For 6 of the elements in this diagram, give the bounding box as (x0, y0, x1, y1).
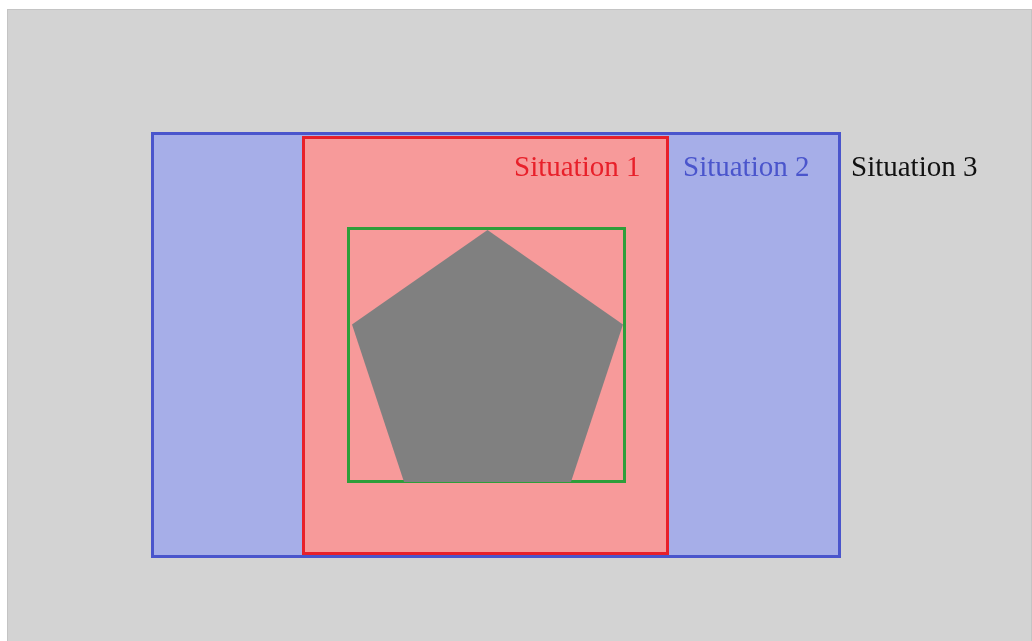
situation-label: Situation 3 (851, 149, 978, 183)
situation-region (302, 136, 669, 555)
situation-region (151, 132, 841, 558)
situation-label: Situation 2 (683, 149, 810, 183)
situation-label: Situation 1 (514, 149, 641, 183)
situation-panel (7, 9, 1032, 641)
